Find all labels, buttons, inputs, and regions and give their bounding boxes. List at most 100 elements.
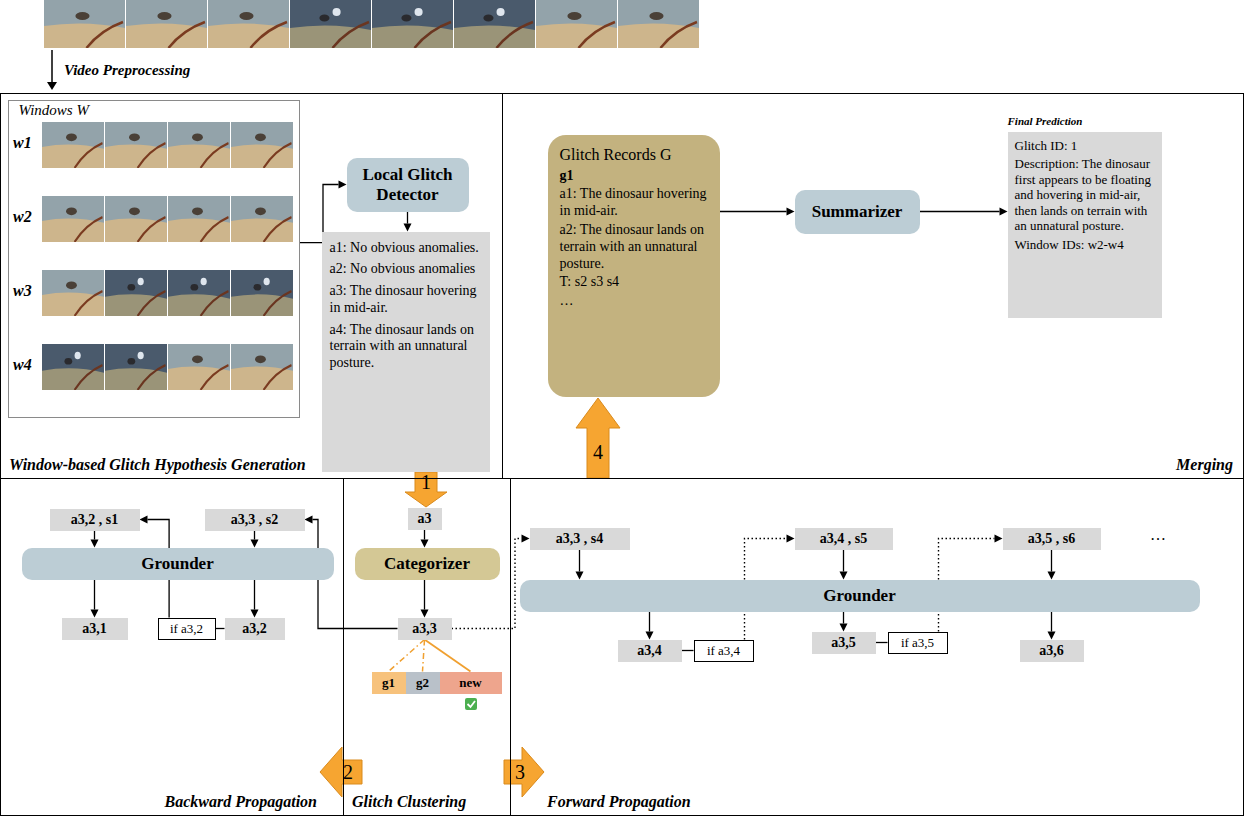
step-arrow	[320, 747, 362, 797]
state-box: a3,3 , s4	[530, 528, 630, 550]
node-text: a3,1	[66, 620, 124, 638]
callout-number: 4	[586, 440, 610, 464]
node-text: a2: The dinosaur lands on terrain with a…	[560, 222, 708, 272]
node-text: Forward Propagation	[547, 793, 691, 811]
video-frame	[618, 0, 699, 48]
connector-line	[682, 650, 694, 651]
down-arrow-head	[47, 82, 57, 90]
cluster-cell: g1	[372, 672, 406, 694]
connector-line	[389, 640, 425, 672]
process-box: Categorizer	[355, 548, 500, 580]
connector-arrow	[646, 612, 654, 640]
node-text: a3,5	[816, 634, 872, 652]
connector-line	[254, 580, 255, 610]
arrow-head	[339, 181, 347, 189]
connector-line	[423, 640, 425, 672]
connector-line	[407, 212, 408, 224]
node-text: Window IDs: w2-w4	[1015, 237, 1155, 253]
step-label: Video Preprocessing	[64, 62, 190, 79]
callout-number: 2	[336, 760, 360, 784]
connector-line	[94, 531, 95, 540]
arrow-head	[840, 572, 848, 580]
node-text: if a3,5	[892, 634, 944, 652]
node-text: Description: The dinosaur first appears …	[1015, 156, 1155, 234]
cluster-cell: new	[440, 672, 502, 694]
connector-line	[649, 612, 650, 632]
connector-line	[579, 550, 580, 572]
node-text: Categorizer	[384, 554, 470, 574]
arrow-head	[91, 540, 99, 548]
connector-arrow	[576, 550, 584, 580]
state-box: a3,1	[62, 618, 128, 640]
video-frame	[231, 270, 293, 316]
node-text: g2	[408, 674, 438, 692]
condition-box: if a3,4	[694, 640, 754, 662]
connector-arrow	[1048, 612, 1056, 640]
stage-panel: Forward Propagation a3,3 , s4 a3,4 , s5 a3,…	[510, 478, 1244, 816]
connector-line	[1051, 550, 1052, 572]
arrow-head	[140, 516, 148, 524]
arrow-head	[576, 572, 584, 580]
video-frame	[126, 0, 207, 48]
node-text: Grounder	[141, 554, 213, 574]
node-text: if a3,4	[698, 642, 750, 660]
connector-line	[216, 628, 225, 629]
video-frame	[105, 122, 167, 168]
node-text: a1: No obvious anomalies.	[330, 240, 482, 257]
state-box: a3,2	[225, 618, 285, 640]
node-text: …	[560, 293, 708, 310]
node-text: a1: The dinosaur hovering in mid-air.	[560, 186, 708, 220]
connector-arrow	[840, 612, 848, 632]
node-text: a3: The dinosaur hovering in mid-air.	[330, 283, 482, 317]
output-box: Final PredictionGlitch ID: 1Description:…	[1008, 132, 1162, 318]
record-box: Glitch Records Gg1a1: The dinosaur hover…	[548, 135, 720, 397]
state-box: a3,4	[618, 640, 682, 662]
video-frame	[42, 122, 104, 168]
node-text: a3,2	[229, 620, 281, 638]
node-text: a2: No obvious anomalies	[330, 261, 482, 278]
video-frame	[105, 270, 167, 316]
connector-arrow	[682, 650, 694, 651]
node-text: Final Prediction	[1008, 115, 1083, 128]
node-text: g1	[374, 674, 404, 692]
connector-arrow	[425, 640, 471, 672]
stage-panel: Backward Propagationa3,2 , s1a3,3 , s2Gr…	[0, 478, 344, 816]
window-label: w2	[13, 208, 32, 226]
connector-arrow	[421, 530, 429, 548]
arrow-head	[91, 610, 99, 618]
video-frame	[105, 196, 167, 242]
node-text: a3	[412, 510, 438, 528]
video-frame	[231, 122, 293, 168]
node-text: a3,2 , s1	[54, 511, 136, 529]
video-frame	[42, 270, 104, 316]
arrow-head	[1000, 208, 1008, 216]
stage-panel: MergingGlitch Records Gg1a1: The dinosau…	[502, 93, 1244, 479]
connector-line	[424, 530, 425, 540]
window-label: w3	[13, 282, 32, 300]
video-frame	[536, 0, 617, 48]
process-box: Local Glitch Detector	[347, 158, 469, 212]
node-text: a3,4 , s5	[799, 530, 889, 548]
connector-arrow	[91, 531, 99, 548]
check-mark	[468, 701, 476, 707]
arrow-head	[421, 610, 429, 618]
step-arrow	[576, 398, 620, 478]
connector-line	[843, 612, 844, 624]
down-arrow-line	[51, 50, 53, 82]
connector-arrow	[251, 580, 259, 618]
window-label: w1	[13, 134, 32, 152]
process-box: Grounder	[22, 548, 334, 580]
connector-line	[94, 580, 95, 610]
state-box: a3,4 , s5	[795, 528, 893, 550]
window-group: Windows W	[8, 100, 300, 418]
node-text: a3,3 , s2	[209, 511, 301, 529]
node-text: Glitch Records G	[560, 145, 708, 164]
video-frame	[231, 196, 293, 242]
state-box: a3	[408, 508, 442, 530]
arrow-head	[840, 624, 848, 632]
window-frames	[42, 122, 293, 390]
video-frame	[105, 344, 167, 390]
node-text: T: s2 s3 s4	[560, 274, 708, 291]
video-frame	[372, 0, 453, 48]
